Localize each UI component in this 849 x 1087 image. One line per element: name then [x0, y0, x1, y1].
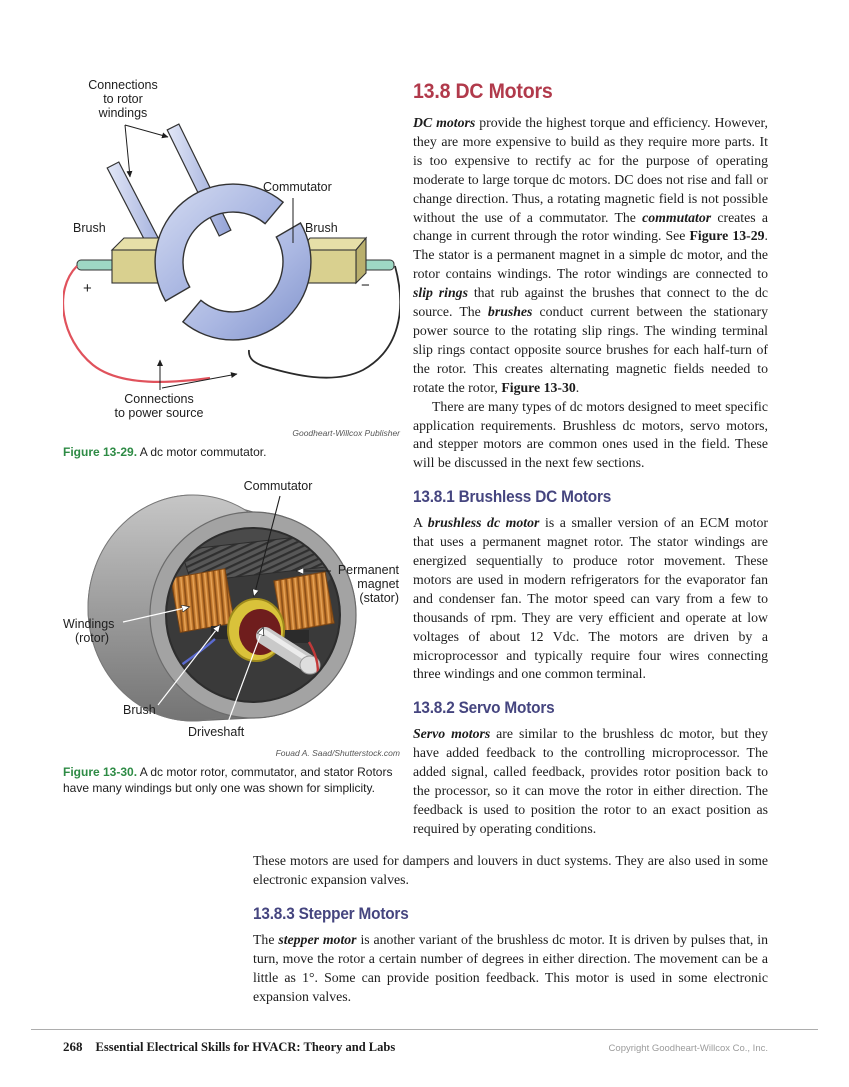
figure-caption-text: A dc motor rotor, commutator, and stator… — [63, 765, 393, 795]
label-brush: Brush — [123, 625, 220, 717]
label-line: Commutator — [263, 180, 332, 194]
subsection-heading-servo: 13.8.2 Servo Motors — [413, 699, 555, 718]
negative-wire — [248, 265, 402, 379]
footer-divider — [31, 1029, 818, 1030]
label-line: windings — [98, 106, 148, 120]
continuation-block: These motors are used for dampers and lo… — [253, 852, 768, 1006]
page-number: 268 — [63, 1039, 83, 1054]
label-rotor-connections: Connections to rotor windings — [88, 78, 169, 178]
commutator-diagram: + − Connections to rotor windings Commut… — [61, 78, 402, 420]
figure-13-29: + − Connections to rotor windings Commut… — [61, 75, 402, 461]
label-commutator: Commutator — [263, 180, 332, 243]
label-driveshaft: Driveshaft — [188, 628, 263, 739]
label-line: to rotor — [103, 92, 143, 106]
text-column: 13.8 DC Motors DC motors provide the hig… — [413, 80, 768, 839]
label-line: (stator) — [359, 591, 399, 605]
label-power-connections: Connections to power source — [115, 359, 238, 420]
wire-stub-left — [76, 259, 116, 271]
brush-block-right — [285, 630, 309, 643]
figure-credit: Goodheart-Willcox Publisher — [292, 428, 400, 438]
paragraph-stepper: The stepper motor is another variant of … — [253, 931, 768, 1004]
figure-caption: Figure 13-30. A dc motor rotor, commutat… — [63, 765, 400, 796]
page-footer: 268 Essential Electrical Skills for HVAC… — [63, 1039, 768, 1055]
label-permanent-magnet: Permanent magnet (stator) — [297, 563, 400, 605]
positive-wire — [61, 265, 211, 384]
paragraph-brushless: A brushless dc motor is a smaller versio… — [413, 515, 768, 682]
paragraph-servo: Servo motors are similar to the brushles… — [413, 726, 768, 836]
label-line: Driveshaft — [188, 725, 245, 739]
label-commutator: Commutator — [244, 479, 313, 596]
figure-caption-label: Figure 13-29. — [63, 445, 138, 459]
label-line: (rotor) — [75, 631, 109, 645]
section-heading-dc-motors: 13.8 DC Motors — [413, 80, 553, 103]
plus-sign: + — [83, 280, 92, 297]
subsection-heading-brushless: 13.8.1 Brushless DC Motors — [413, 488, 612, 507]
paragraph-dc-motors-1: DC motors provide the highest torque and… — [413, 115, 769, 395]
label-line: Brush — [123, 703, 156, 717]
label-line: to power source — [115, 406, 204, 420]
winding-pack-right — [273, 571, 335, 633]
label-line: magnet — [357, 577, 399, 591]
figure-caption-text: A dc motor commutator. — [139, 445, 267, 459]
brush-right-block — [298, 236, 395, 285]
label-line: Connections — [88, 78, 158, 92]
label-line: Windings — [63, 617, 114, 631]
commutator-ring — [154, 183, 312, 341]
label-brush-right: Brush — [305, 221, 338, 235]
label-line: Connections — [124, 392, 194, 406]
paragraph-dc-motors-2: There are many types of dc motors design… — [413, 398, 768, 471]
figure-credit: Fouad A. Saad/Shutterstock.com — [275, 748, 400, 758]
minus-sign: − — [361, 277, 370, 294]
copyright-notice: Copyright Goodheart-Willcox Co., Inc. — [608, 1043, 768, 1054]
label-brush-left: Brush — [73, 221, 106, 235]
figure-13-30: Commutator Permanent magnet (stator) Win… — [63, 478, 400, 796]
label-windings: Windings (rotor) — [63, 607, 189, 645]
label-line: Permanent — [338, 563, 400, 577]
paragraph-servo-continued: These motors are used for dampers and lo… — [253, 853, 768, 887]
book-title: Essential Electrical Skills for HVACR: T… — [95, 1040, 396, 1054]
rotor-photo-illustration: Commutator Permanent magnet (stator) Win… — [63, 479, 400, 739]
motor-interior — [167, 529, 339, 701]
figure-caption: Figure 13-29. A dc motor commutator. — [63, 445, 400, 461]
winding-pack-left — [170, 568, 236, 634]
figure-caption-label: Figure 13-30. — [63, 765, 138, 779]
subsection-heading-stepper: 13.8.3 Stepper Motors — [253, 904, 409, 923]
driveshaft-shape — [256, 627, 321, 675]
label-line: Commutator — [244, 479, 313, 493]
